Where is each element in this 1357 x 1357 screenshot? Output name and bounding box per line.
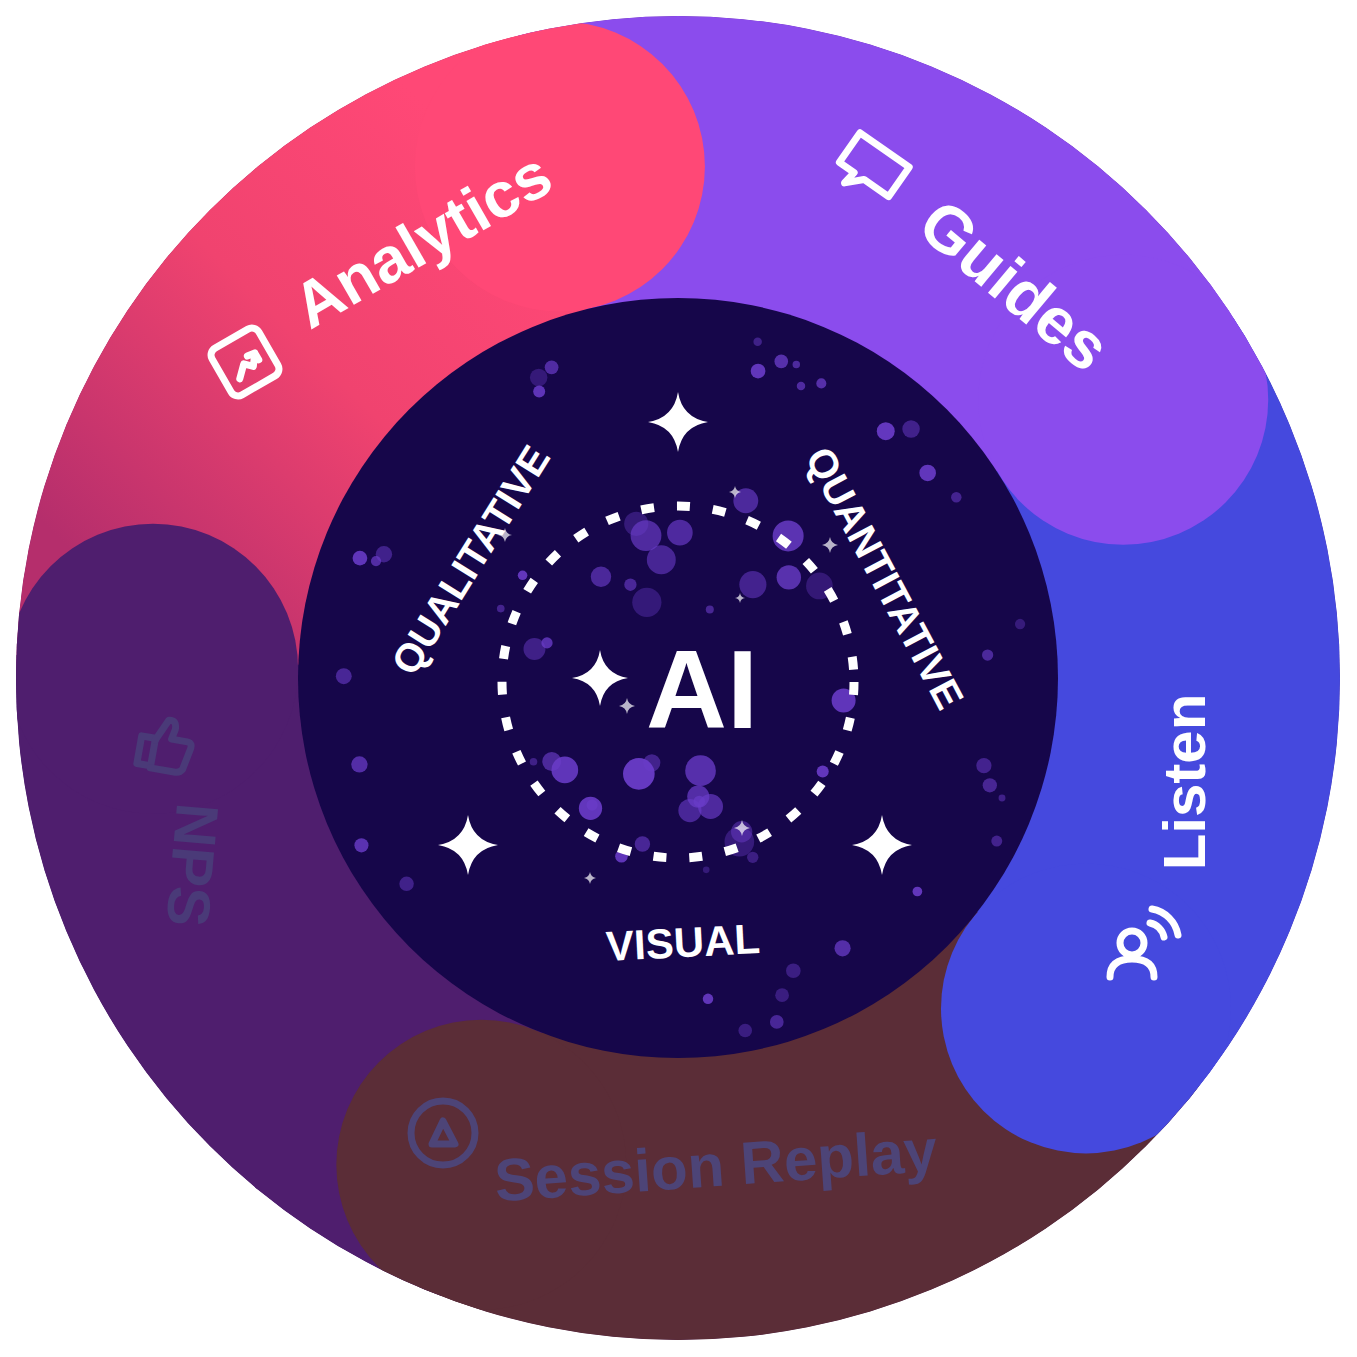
product-band: Listen bbox=[1151, 686, 1219, 879]
sparkle bbox=[822, 537, 838, 553]
center-disc bbox=[298, 298, 1058, 1058]
star-dot bbox=[817, 766, 829, 778]
star-dot bbox=[738, 1024, 752, 1038]
star-dot bbox=[982, 649, 993, 660]
nps-icon bbox=[137, 716, 195, 774]
guides-icon bbox=[831, 133, 909, 208]
star-dot bbox=[667, 520, 693, 546]
band-label: Guides bbox=[908, 188, 1122, 382]
star-dot bbox=[497, 605, 505, 613]
star-dot bbox=[518, 571, 528, 581]
star-dot bbox=[586, 799, 597, 810]
sparkle bbox=[584, 872, 596, 884]
star-dot bbox=[951, 492, 961, 502]
band-cap bbox=[415, 21, 705, 311]
band-label: NPS bbox=[157, 801, 228, 929]
star-dot bbox=[635, 836, 650, 851]
star-dot bbox=[703, 867, 710, 874]
ai-core-circle: QUALITATIVE QUANTITATIVE AI VISUAL bbox=[298, 298, 1058, 1058]
core-label: QUANTITATIVE bbox=[799, 441, 970, 715]
star-dot bbox=[354, 838, 368, 852]
session-replay-icon bbox=[411, 1101, 475, 1165]
star-dot bbox=[913, 887, 923, 897]
star-dot bbox=[976, 758, 991, 773]
star-dot bbox=[632, 588, 661, 617]
star-dot bbox=[703, 994, 713, 1004]
star-dot bbox=[793, 361, 800, 368]
star-dot bbox=[816, 378, 826, 388]
analytics-icon bbox=[208, 325, 282, 399]
sparkle bbox=[852, 815, 912, 875]
star-dot bbox=[545, 360, 559, 374]
star-dot bbox=[919, 465, 936, 482]
star-dot bbox=[336, 668, 352, 684]
product-band: Session Replay bbox=[484, 1116, 947, 1216]
star-dot bbox=[773, 520, 804, 551]
star-dot bbox=[902, 420, 919, 437]
star-dot bbox=[399, 877, 413, 891]
star-dot bbox=[797, 382, 805, 390]
star-dot bbox=[541, 637, 552, 648]
star-dot bbox=[687, 786, 709, 808]
star-dot bbox=[533, 385, 545, 397]
star-dot bbox=[835, 940, 851, 956]
star-dot bbox=[777, 565, 801, 589]
sparkle bbox=[648, 392, 708, 452]
star-dot bbox=[631, 520, 662, 551]
star-dot bbox=[1015, 619, 1025, 629]
band-caps bbox=[8, 21, 1268, 1309]
star-dot bbox=[770, 1015, 784, 1029]
star-dot bbox=[999, 795, 1006, 802]
star-dot bbox=[877, 422, 895, 440]
sparkle bbox=[729, 486, 741, 498]
star-dot bbox=[542, 752, 561, 771]
sparkle bbox=[438, 815, 498, 875]
core-label: AI bbox=[646, 634, 758, 746]
star-dot bbox=[376, 546, 392, 562]
band-label: Analytics bbox=[283, 141, 561, 339]
star-dot bbox=[739, 571, 766, 598]
star-dot bbox=[786, 963, 801, 978]
star-dot bbox=[775, 988, 789, 1002]
star-dot bbox=[623, 758, 655, 790]
star-dot bbox=[991, 836, 1002, 847]
band-cap bbox=[941, 863, 1231, 1153]
core-label: QUALITATIVE bbox=[384, 439, 556, 681]
star-dots bbox=[336, 337, 1025, 1037]
star-dot bbox=[530, 369, 548, 387]
sparkle bbox=[572, 650, 628, 706]
star-dot bbox=[747, 852, 758, 863]
product-band: NPS bbox=[152, 793, 232, 938]
band-label: Session Replay bbox=[493, 1121, 940, 1212]
star-dot bbox=[579, 797, 602, 820]
sparkle bbox=[619, 698, 635, 714]
star-dot bbox=[753, 337, 761, 345]
sparkle bbox=[735, 593, 745, 603]
dashed-ring bbox=[502, 506, 854, 858]
star-dot bbox=[351, 756, 367, 772]
product-band: Analytics bbox=[274, 134, 570, 347]
star-dot bbox=[706, 605, 714, 613]
listen-icon bbox=[1110, 909, 1178, 977]
sparkle bbox=[734, 820, 750, 836]
star-dot bbox=[624, 579, 636, 591]
band-label: Listen bbox=[1155, 694, 1215, 871]
product-band: Guides bbox=[899, 180, 1130, 391]
star-dot bbox=[591, 566, 611, 586]
star-dot bbox=[983, 778, 997, 792]
core-label: VISUAL bbox=[605, 918, 761, 968]
star-dot bbox=[353, 551, 368, 566]
band-cap bbox=[8, 524, 298, 814]
star-dot bbox=[685, 755, 716, 786]
star-dot bbox=[751, 364, 766, 379]
star-dot bbox=[530, 758, 538, 766]
star-dot bbox=[774, 355, 788, 369]
